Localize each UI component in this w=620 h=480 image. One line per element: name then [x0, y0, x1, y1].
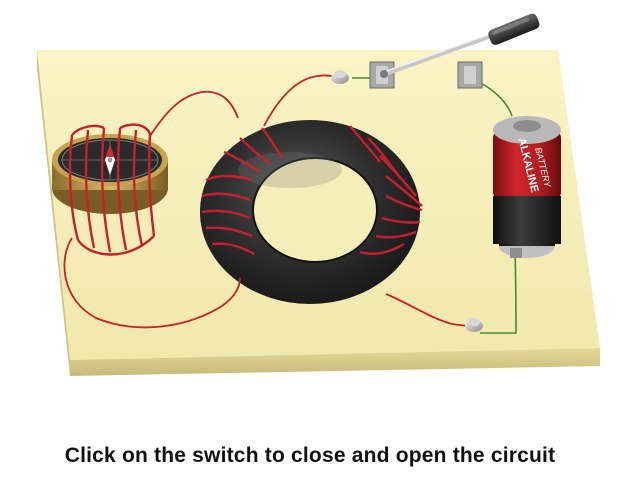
- circuit-diagram: ALKALINE BATTERY: [37, 12, 600, 376]
- knife-switch-icon[interactable]: [369, 12, 541, 89]
- battery-icon: ALKALINE BATTERY: [493, 116, 561, 258]
- terminal-screw-bottom: [465, 318, 483, 332]
- toroid-windings: [201, 125, 423, 256]
- battery-bottom-terminal: [510, 248, 522, 258]
- toroid-core-icon: [200, 120, 420, 304]
- compass-icon: [52, 134, 168, 214]
- instruction-caption: Click on the switch to close and open th…: [64, 444, 556, 467]
- compass-coil: [68, 123, 156, 256]
- circuit-board-illustration: ALKALINE BATTERY: [37, 12, 600, 376]
- terminal-screw-top: [331, 70, 349, 84]
